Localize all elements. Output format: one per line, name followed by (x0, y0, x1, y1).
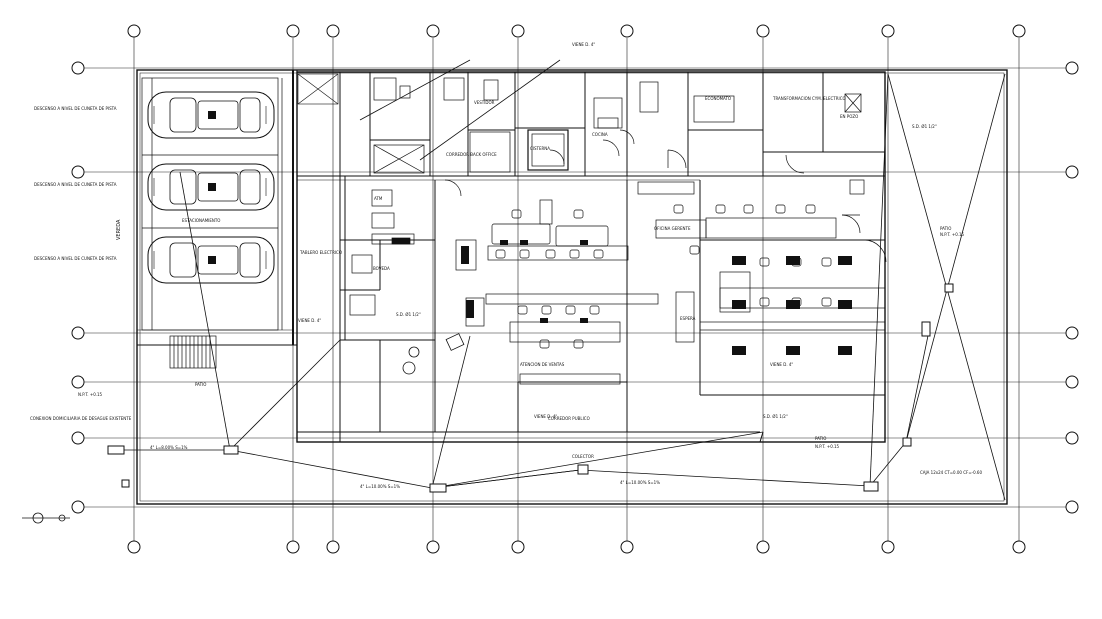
callout-sd-3: S.D. Ø1 1/2" (763, 414, 788, 419)
label-espera: ESPERA (680, 316, 696, 321)
callout-nivel-3: N.P.T. +0.15 (940, 232, 965, 237)
interior-walls (296, 71, 886, 443)
callout-pipe-main: 4" L=10.00% S=1% (620, 480, 660, 485)
label-ramp-top: DESCENSO A NIVEL DE CUNETA DE PISTA (34, 106, 117, 111)
exterior-walls (136, 69, 1008, 505)
callout-nivel-1: N.P.T. +0.15 (78, 392, 103, 397)
label-tablero: TABLERO ELECTRICO (299, 250, 342, 255)
annotations: VIENE D. 4" VIENE D. 4" VIENE D. 4" VIEN… (78, 42, 982, 489)
label-vereda: VEREDA (116, 219, 122, 240)
label-patio-bottom: PATIO (815, 436, 826, 441)
label-atm: ATM (374, 196, 383, 201)
label-area-ventas: ATENCION DE VENTAS (520, 362, 565, 367)
label-colector: COLECTOR (572, 454, 594, 459)
parked-cars (147, 91, 275, 284)
label-patio-left: PATIO (195, 382, 206, 387)
callout-cajas: CAJA 12x24 CT=0.00 CF=-0.60 (920, 470, 982, 475)
callout-sd-2: S.D. Ø1 1/2" (396, 312, 421, 317)
label-transformacion: TRANSFORMACION CYM. ELECTRICO (772, 96, 846, 101)
label-back-office: CORREDOR BACK OFFICE (446, 152, 497, 157)
label-boveda: BOVEDA (373, 266, 390, 271)
registry-boxes (107, 283, 954, 493)
label-economato: ECONOMATO (705, 96, 731, 101)
label-oficina-gerente: OFICINA GERENTE (654, 226, 691, 231)
equipment (22, 333, 465, 524)
door-swings (444, 129, 887, 263)
label-cisterna: CISTERNA (530, 146, 550, 151)
room-labels: DESCENSO A NIVEL DE CUNETA DE PISTA DESC… (30, 96, 951, 459)
label-patio-right: PATIO (940, 226, 951, 231)
callout-nivel-2: N.P.T. +0.15 (815, 444, 840, 449)
callout-viene-top: VIENE D. 4" (572, 42, 595, 47)
label-estacionamiento: ESTACIONAMIENTO (182, 218, 220, 223)
label-en-pozo: EN POZO (840, 114, 858, 119)
stairs (169, 335, 217, 369)
callout-viene-mid: VIENE D. 4" (298, 318, 321, 323)
office-furniture (455, 179, 886, 385)
callout-viene-right: VIENE D. 4" (770, 362, 793, 367)
grid-bubbles (71, 24, 1079, 554)
drainage-lines (110, 59, 1006, 501)
grid-lines (82, 26, 1068, 545)
label-cocina: COCINA (592, 132, 608, 137)
parking-markings (141, 77, 283, 331)
workstations (461, 240, 852, 355)
label-ramp-mid: DESCENSO A NIVEL DE CUNETA DE PISTA (34, 182, 117, 187)
shaft (297, 73, 339, 105)
callout-pipe-left: 4" L=8.00% S=1% (150, 445, 188, 450)
label-vestidor: VESTIDOR (474, 100, 495, 105)
callout-pipe-bottom: 4" L=10.00% S=1% (360, 484, 400, 489)
label-desague: CONEXION DOMICILIARIA DE DESAGUE EXISTEN… (30, 416, 132, 421)
restroom-fixtures (349, 77, 862, 316)
callout-sd-1: S.D. Ø1 1/2" (912, 124, 937, 129)
callout-viene-low: VIENE D. 4" (534, 414, 557, 419)
label-corredor-publico: CORREDOR PUBLICO (548, 416, 590, 421)
label-ramp-bottom: DESCENSO A NIVEL DE CUNETA DE PISTA (34, 256, 117, 261)
